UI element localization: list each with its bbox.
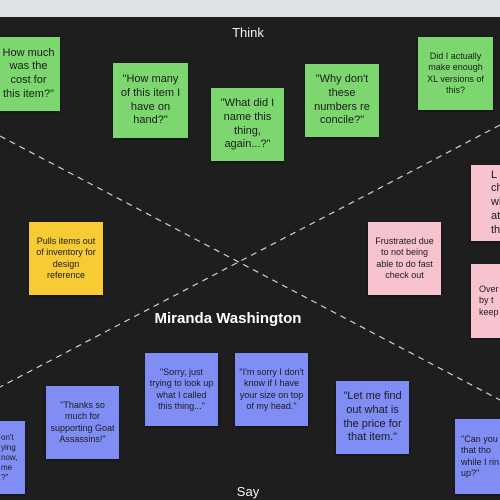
- sticky-note-feel[interactable]: L cha with at th: [471, 165, 500, 241]
- quadrant-label-think: Think: [232, 25, 264, 40]
- quadrant-label-say: Say: [236, 484, 260, 499]
- sticky-note-say[interactable]: "Let me find out what is the price for t…: [336, 381, 409, 454]
- sticky-note-think[interactable]: How much was the cost for this item?": [0, 37, 60, 111]
- sticky-note-think[interactable]: Did I actually make enough XL versions o…: [418, 37, 493, 110]
- sticky-note-do[interactable]: Pulls items out of inventory for design …: [29, 222, 103, 295]
- empathy-map-board: Think Say Miranda Washington How much wa…: [0, 17, 500, 500]
- sticky-note-feel[interactable]: Frustrated due to not being able to do f…: [368, 222, 441, 295]
- sticky-note-say[interactable]: "I'm sorry I don't know if I have your s…: [235, 353, 308, 426]
- sticky-note-say[interactable]: on't ying now, me ?": [0, 421, 25, 494]
- sticky-note-say[interactable]: "Can you that tho while I rin up?": [455, 419, 500, 494]
- sticky-note-think[interactable]: "What did I name this thing, again...?": [211, 88, 284, 161]
- sticky-note-feel[interactable]: Over by t keep it: [471, 264, 500, 338]
- persona-name: Miranda Washington: [154, 310, 302, 327]
- sticky-note-think[interactable]: "Why don't these numbers re concile?": [305, 64, 379, 137]
- sticky-note-say[interactable]: "Sorry, just trying to look up what I ca…: [145, 353, 218, 426]
- sticky-note-say[interactable]: "Thanks so much for supporting Goat Assa…: [46, 386, 119, 459]
- sticky-note-think[interactable]: "How many of this item I have on hand?": [113, 63, 188, 138]
